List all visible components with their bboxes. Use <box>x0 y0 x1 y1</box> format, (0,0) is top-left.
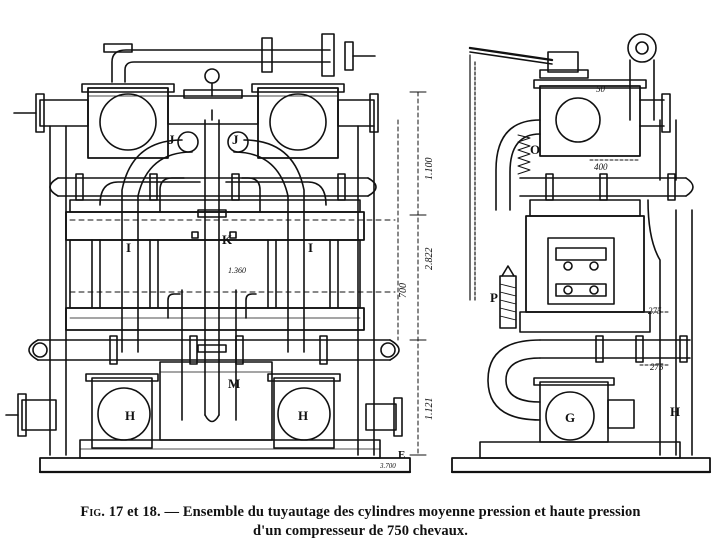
dim-small: 1.360 <box>228 266 246 275</box>
label-e: E <box>398 449 405 461</box>
figure-caption-line-1: Fig. 17 et 18. — Ensemble du tuyautage d… <box>0 504 721 521</box>
label-p: P <box>490 290 498 305</box>
i-u-pipes <box>99 177 327 213</box>
label-h-side: H <box>670 404 680 419</box>
fig-label: Fig. <box>80 504 105 520</box>
right-vertical-pipes <box>647 119 693 456</box>
dim-top: 50 <box>596 84 606 94</box>
h-valve-left <box>85 373 159 449</box>
label-o: O <box>530 142 540 157</box>
right-upper-pipe <box>519 173 694 201</box>
dim-overall: 2.822 <box>424 248 435 271</box>
right-side-view <box>450 33 712 474</box>
right-dimension-lines <box>589 79 671 366</box>
upper-horizontal-pipe <box>49 173 377 201</box>
p-spring-valve <box>499 265 517 329</box>
o-spring-pipe <box>495 119 541 211</box>
dim-pipe2: 275 <box>650 362 664 372</box>
left-elevation-view <box>5 33 427 474</box>
label-m: M <box>228 376 240 391</box>
left-side-stubs <box>13 93 379 133</box>
left-base <box>38 439 412 474</box>
h-valve-right <box>267 373 341 449</box>
lower-horizontal-pipe <box>28 335 400 365</box>
label-h-left: H <box>125 408 135 423</box>
valve-box-right <box>251 83 345 159</box>
cylinder-block <box>65 199 365 331</box>
dim-middle: 700 <box>398 283 409 298</box>
label-j-right: J <box>232 132 239 147</box>
fig-numbers: 17 et 18. <box>104 504 161 520</box>
engineering-drawing: I I J J K M H H E 1.100 2.822 700 1.121 … <box>5 33 712 474</box>
k-center-pipe <box>197 109 227 423</box>
dim-upper: 1.100 <box>424 158 435 181</box>
center-valve-box <box>167 89 259 125</box>
top-bypass-pipe <box>103 33 376 97</box>
label-g: G <box>565 410 575 425</box>
valve-box-left <box>81 83 175 159</box>
label-i-right: I <box>308 240 313 255</box>
drawing-labels: I I J J K M H H E 1.100 2.822 700 1.121 … <box>125 84 680 470</box>
label-i-left: I <box>126 240 131 255</box>
left-dimension-lines <box>69 91 427 456</box>
right-cylinder-body <box>519 199 651 333</box>
figure-caption-line-2: d'un compresseur de 750 chevaux. <box>0 523 721 540</box>
dim-lower: 1.121 <box>424 398 435 421</box>
label-j-left: J <box>168 132 175 147</box>
right-base <box>450 441 712 474</box>
dim-base: 3.700 <box>379 462 396 470</box>
label-k: K <box>222 232 233 247</box>
caption-dash: — <box>160 504 183 520</box>
right-lower-pipe <box>487 335 691 421</box>
caption-line-1-text: Ensemble du tuyautage des cylindres moye… <box>182 504 641 520</box>
caption-line-2-text: d'un compresseur de 750 chevaux. <box>253 523 468 539</box>
dim-mid: 400 <box>594 162 608 172</box>
lower-body-m <box>159 361 273 441</box>
bottom-side-valves <box>5 393 403 437</box>
dim-pipe1: 275 <box>648 306 662 316</box>
j-curved-pipes <box>121 131 305 353</box>
top-lever <box>468 33 657 301</box>
label-h-right: H <box>298 408 308 423</box>
g-valve <box>533 377 635 443</box>
